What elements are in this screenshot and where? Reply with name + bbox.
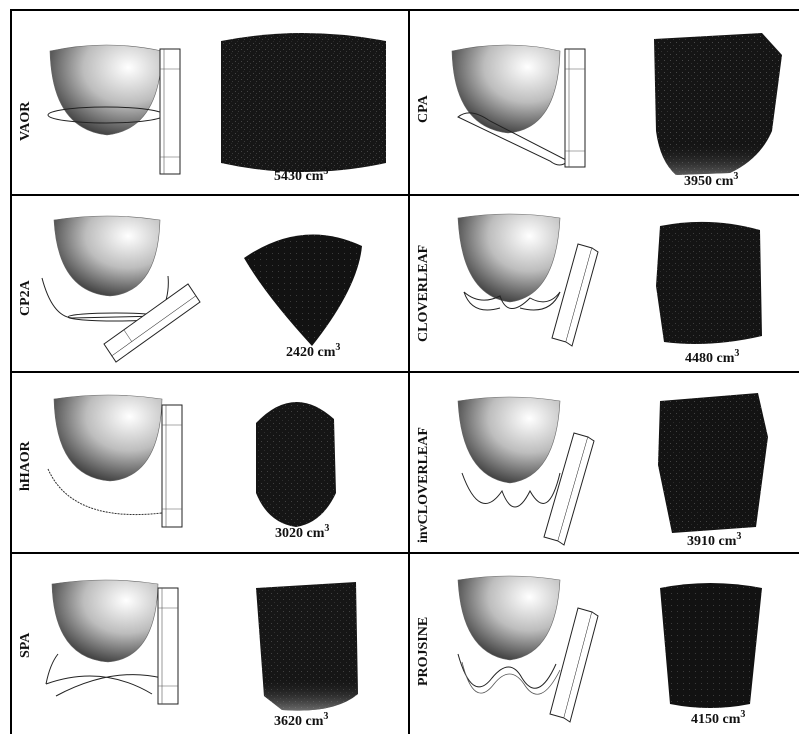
panel-cp2a: CP2A 2420 — [12, 196, 408, 371]
volume-value-invcloverleaf: 3910 cm3 — [687, 531, 741, 550]
volume-render-dome — [256, 402, 336, 527]
panel-illustration-cpa — [410, 11, 799, 194]
volume-render-invcloverleaf — [658, 393, 768, 533]
panel-cloverleaf: CLOVERLEAF 4480 cm — [410, 196, 799, 371]
figure-grid: VAOR 5430 — [10, 9, 799, 734]
volume-render-fan — [244, 234, 362, 346]
heart-cup-icon — [452, 45, 568, 165]
panel-illustration-spa — [12, 554, 408, 734]
panel-illustration-invcloverleaf — [410, 373, 799, 552]
volume-render-spa — [256, 582, 358, 711]
volume-value-spa: 3620 cm3 — [274, 711, 328, 730]
panel-illustration-cp2a — [12, 196, 408, 371]
volume-value-cloverleaf: 4480 cm3 — [685, 348, 739, 367]
heart-cup-icon — [46, 580, 163, 696]
volume-render-cylinder — [221, 33, 386, 172]
transducer-array-icon — [104, 284, 200, 362]
panel-spa: SPA — [12, 554, 408, 734]
volume-render-cpa — [654, 33, 782, 175]
transducer-array-icon — [565, 49, 585, 167]
panel-illustration-hhaor — [12, 373, 408, 552]
panel-illustration-cloverleaf — [410, 196, 799, 371]
transducer-array-icon — [550, 608, 598, 722]
panel-cpa: CPA — [410, 11, 799, 194]
transducer-array-icon — [544, 433, 594, 545]
heart-cup-icon — [458, 214, 560, 310]
panel-projsine: PROJSINE 4150 cm3 — [410, 554, 799, 734]
panel-illustration-vaor — [12, 11, 408, 194]
panel-illustration-projsine — [410, 554, 799, 734]
volume-value-projsine: 4150 cm3 — [691, 709, 745, 728]
volume-value-cpa: 3950 cm3 — [684, 171, 738, 190]
panel-vaor: VAOR 5430 — [12, 11, 408, 194]
heart-cup-icon — [48, 45, 164, 135]
volume-render-cloverleaf — [656, 222, 762, 344]
volume-value-hhaor: 3020 cm3 — [275, 523, 329, 542]
volume-render-trapezoid — [660, 583, 762, 708]
panel-hhaor: hHAOR 302 — [12, 373, 408, 552]
heart-cup-icon — [48, 395, 162, 515]
transducer-array-icon — [162, 405, 182, 527]
heart-cup-icon — [458, 397, 560, 507]
heart-cup-icon — [458, 576, 560, 694]
transducer-array-icon — [160, 49, 180, 174]
heart-cup-icon — [42, 216, 168, 321]
volume-value-vaor: 5430 cm3 — [274, 166, 328, 185]
transducer-array-icon — [158, 588, 178, 704]
volume-value-cp2a: 2420 cm3 — [286, 342, 340, 361]
panel-invcloverleaf: invCLOVERLEAF 3910 cm3 — [410, 373, 799, 552]
